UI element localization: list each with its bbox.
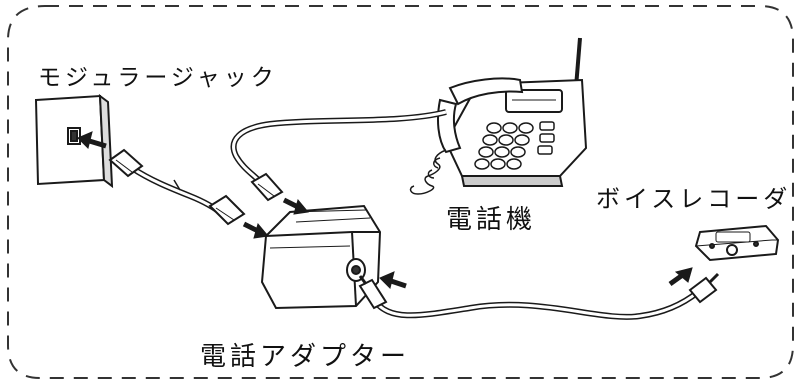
voice-recorder-label: ボイスレコーダ [596, 185, 792, 213]
jack-plug-icon [108, 148, 144, 178]
adapter-plug-jack-icon [208, 194, 246, 226]
modular-jack-icon [34, 93, 114, 189]
arrows [77, 131, 693, 289]
arrow-adapter-top-icon [282, 197, 309, 215]
jack-cable [130, 165, 224, 217]
arrow-recorder-icon [668, 267, 693, 287]
dashed-border [7, 5, 794, 379]
keypad [474, 121, 555, 170]
arrow-jack-icon [77, 131, 107, 149]
telephone-icon [437, 37, 588, 187]
telephone-cable [230, 109, 447, 186]
audio-plug-recorder-icon [688, 272, 720, 304]
audio-plug-adapter-icon [358, 275, 388, 310]
telephone-label: 電話機 [446, 205, 537, 235]
phone-adapter-icon [260, 204, 382, 310]
audio-cable [371, 289, 700, 320]
coiled-cord [409, 149, 447, 195]
adapter-plug-phone-icon [250, 172, 284, 202]
arrow-adapter-left-icon [242, 221, 269, 239]
phone-adapter-label: 電話アダプター [200, 342, 411, 372]
modular-jack-label: モジュラージャック [38, 65, 278, 91]
arrow-adapter-jack-icon [379, 271, 407, 289]
voice-recorder-icon [694, 224, 780, 262]
